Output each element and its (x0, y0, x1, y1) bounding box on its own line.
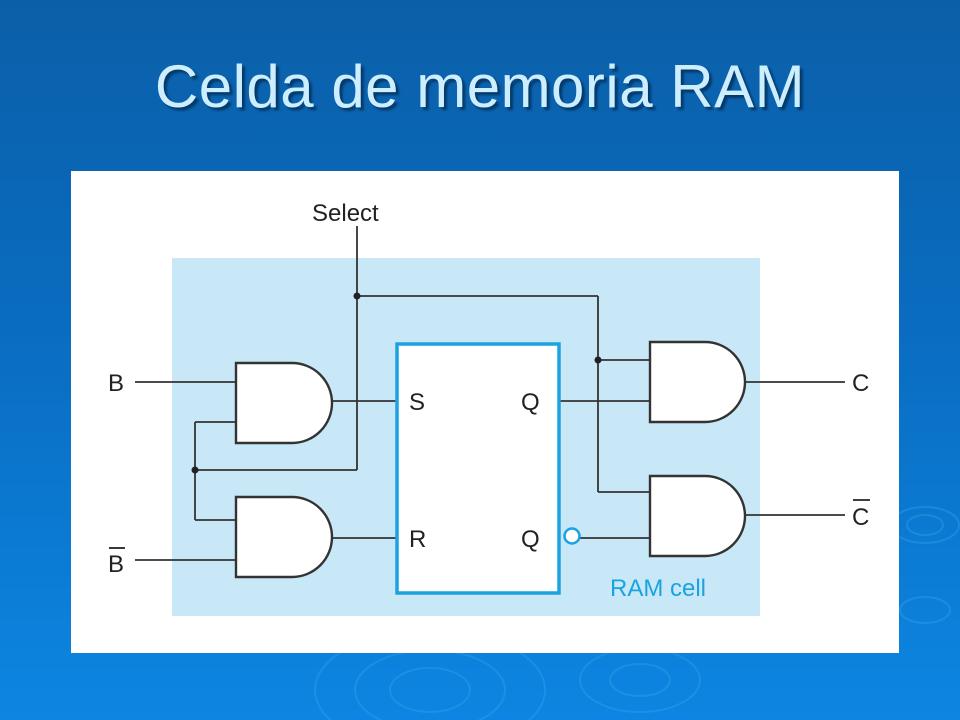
and-gate-2 (234, 495, 334, 579)
sr-flipflop (395, 342, 561, 595)
ram-cell-label: RAM cell (610, 575, 706, 602)
flipflop-q-label: Q (521, 389, 540, 416)
and3-junction-dot (594, 356, 602, 364)
output-c-not-label: C (852, 504, 869, 531)
input-b-not-label: B (108, 551, 124, 578)
enable-junction-dot (191, 466, 199, 474)
ram-cell-diagram: Select B B S R Q Q C C RAM cell (108, 200, 870, 616)
select-junction-dot (353, 292, 361, 300)
flipflop-q-not-label: Q (521, 526, 540, 553)
flipflop-r-label: R (409, 526, 426, 553)
and-gate-4 (648, 474, 747, 558)
output-c-label: C (852, 370, 869, 397)
inversion-bubble (563, 527, 581, 545)
select-label: Select (312, 200, 379, 227)
input-b-label: B (108, 370, 124, 397)
slide-title: Celda de memoria RAM (154, 53, 806, 120)
flipflop-s-label: S (409, 389, 425, 416)
diagram-panel: Select B B S R Q Q C C RAM cell (71, 171, 899, 653)
and-gate-1 (234, 361, 334, 445)
and-gate-3 (648, 340, 747, 424)
